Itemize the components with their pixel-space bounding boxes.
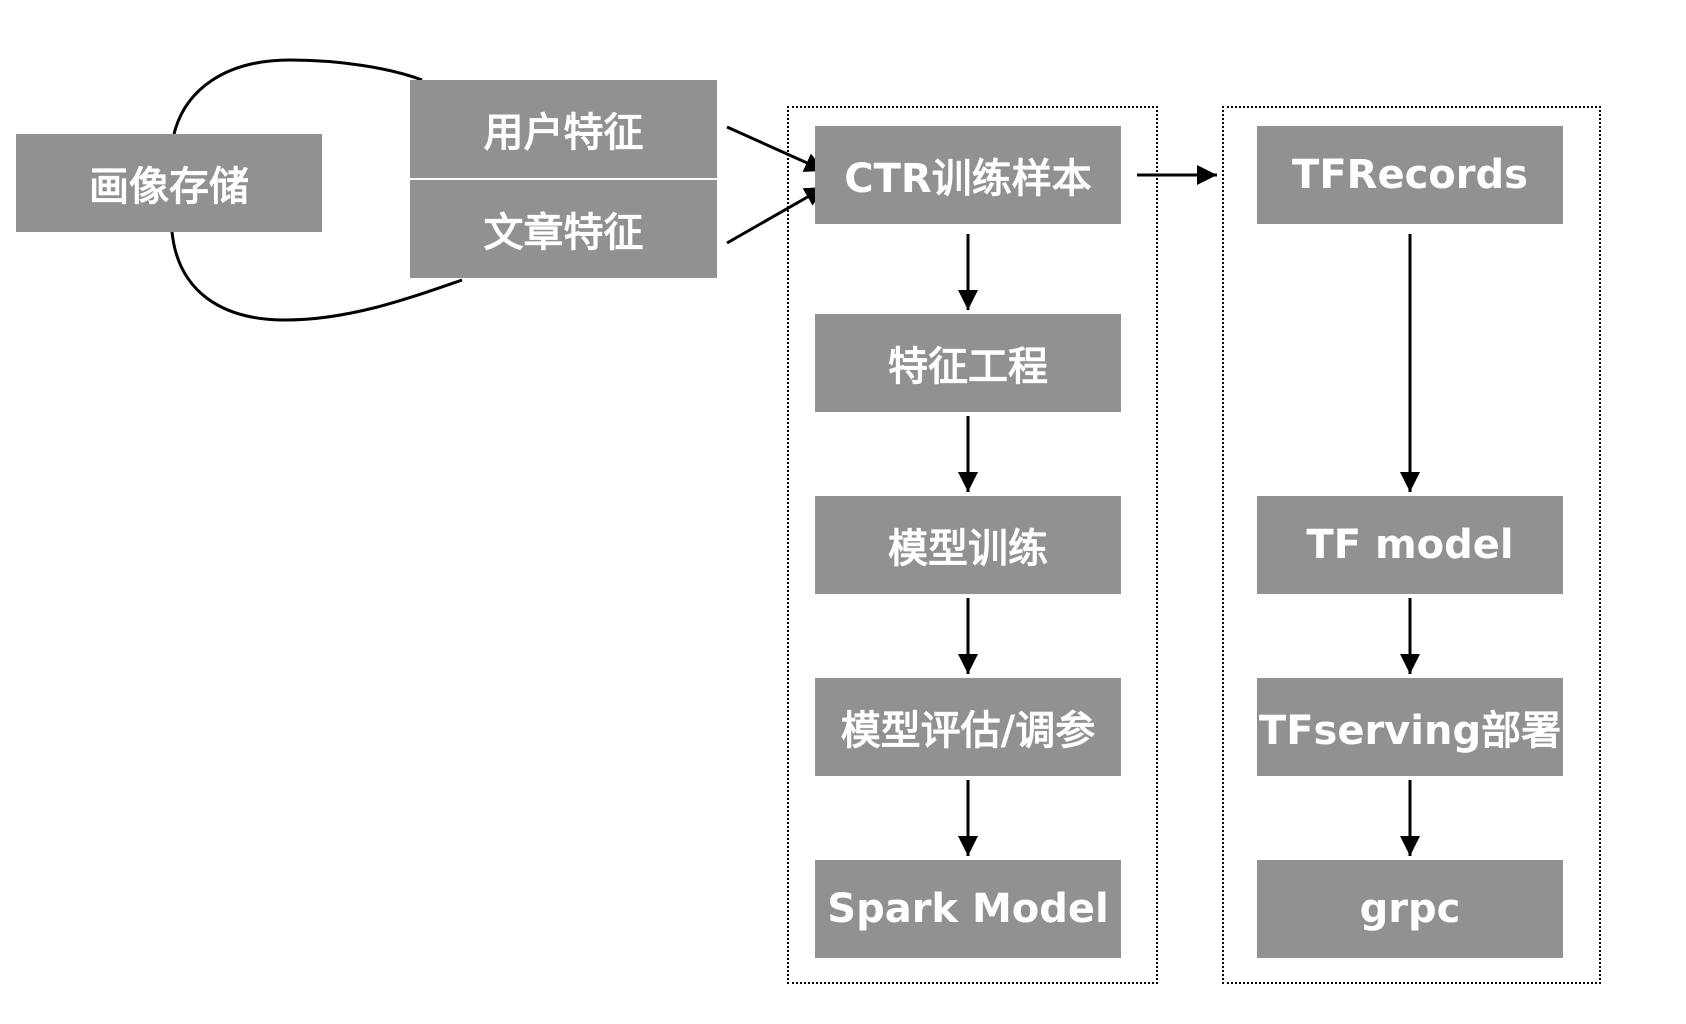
node-spark-model: Spark Model: [815, 860, 1121, 958]
node-model-training: 模型训练: [815, 496, 1121, 594]
node-portrait-storage: 画像存储: [16, 134, 322, 232]
node-model-eval: 模型评估/调参: [815, 678, 1121, 776]
node-tfserving: TFserving部署: [1257, 678, 1563, 776]
node-grpc: grpc: [1257, 860, 1563, 958]
spark-pipeline-group: [787, 106, 1158, 984]
node-feature-engineering: 特征工程: [815, 314, 1121, 412]
node-tfrecords: TFRecords: [1257, 126, 1563, 224]
node-user-features: 用户特征: [410, 80, 717, 178]
node-article-features: 文章特征: [410, 180, 717, 278]
node-ctr-samples: CTR训练样本: [815, 126, 1121, 224]
node-tf-model: TF model: [1257, 496, 1563, 594]
edge-portrait-to-user: [172, 58, 423, 135]
tensorflow-pipeline-group: [1222, 106, 1601, 984]
